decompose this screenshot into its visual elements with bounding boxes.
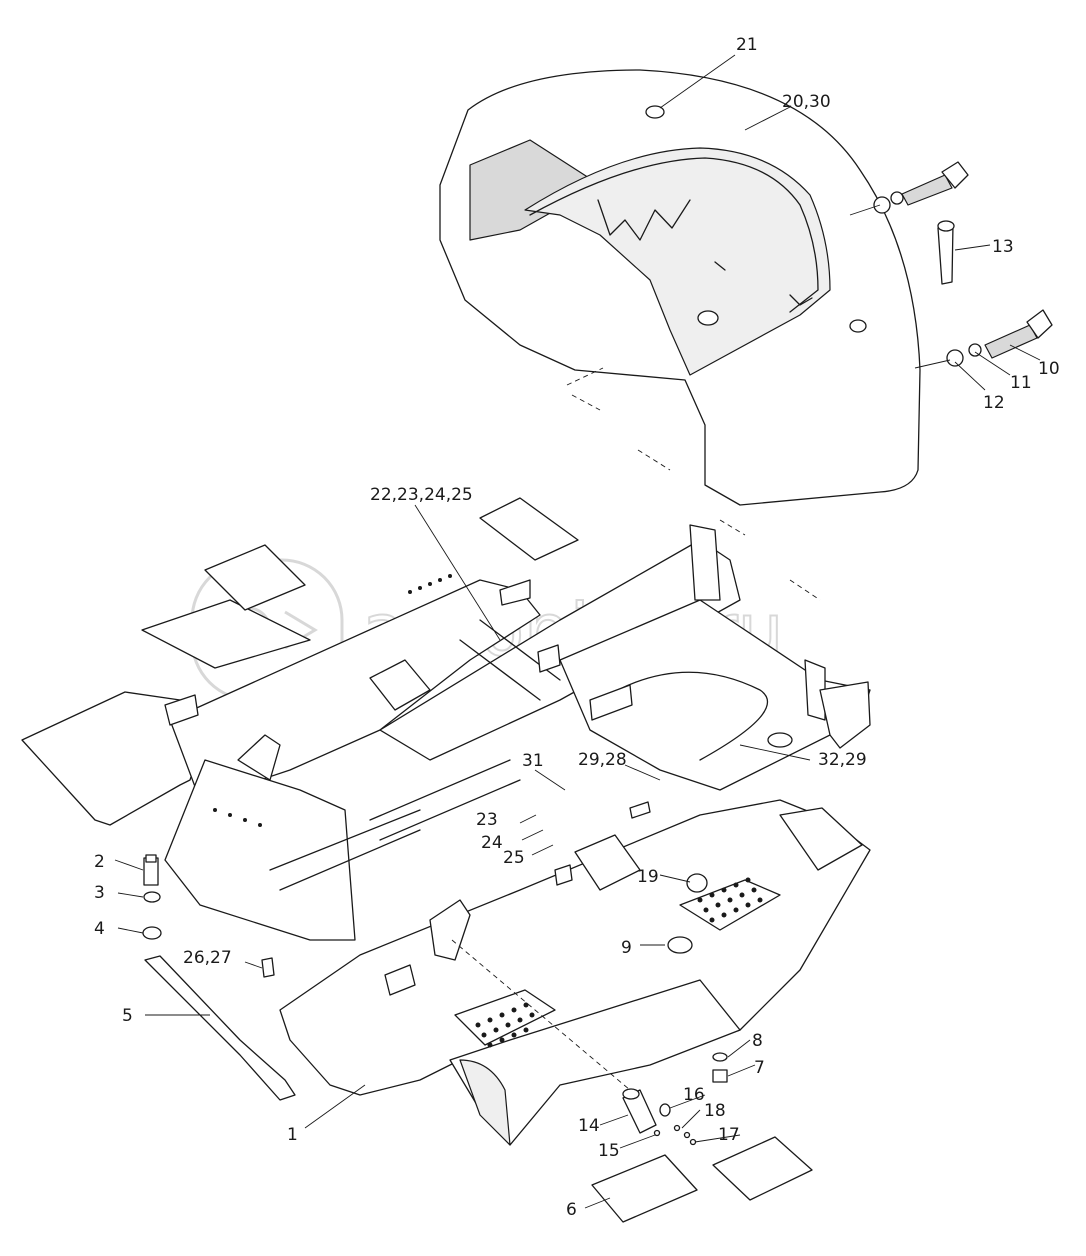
callout-label: 29,28 <box>578 750 627 770</box>
callout-label: 11 <box>1010 373 1032 393</box>
callout-label: 3 <box>94 883 105 903</box>
callout-label: 23 <box>476 810 498 830</box>
bolt-set-lower <box>946 309 1053 367</box>
callout-label: 4 <box>94 919 105 939</box>
main-frame <box>21 497 871 1146</box>
callout-label: 16 <box>683 1085 705 1105</box>
leader-lines <box>114 54 1041 1209</box>
callout-label: 15 <box>598 1141 620 1161</box>
callout-label: 19 <box>637 867 659 887</box>
counterweight <box>439 69 921 506</box>
callout-label: 24 <box>481 833 503 853</box>
callout-label: 7 <box>754 1058 765 1078</box>
hardware-right <box>622 1052 728 1146</box>
callout-label: 9 <box>621 938 632 958</box>
callout-label: 10 <box>1038 359 1060 379</box>
bolt-set-upper <box>873 161 969 214</box>
callout-labels: 21 20,30 13 10 11 12 22,23,24,25 31 29,2… <box>94 35 1060 1220</box>
callout-label: 25 <box>503 848 525 868</box>
callout-label: 17 <box>718 1125 740 1145</box>
pin-13 <box>937 220 955 285</box>
callout-label: 1 <box>287 1125 298 1145</box>
callout-label: 21 <box>736 35 758 55</box>
dashed-lines <box>451 367 821 1091</box>
hardware-left <box>142 854 296 1101</box>
callout-label: 14 <box>578 1116 600 1136</box>
callout-label: 12 <box>983 393 1005 413</box>
callout-label: 18 <box>704 1101 726 1121</box>
callout-label: 2 <box>94 852 105 872</box>
callout-label: 31 <box>522 751 544 771</box>
callout-label: 8 <box>752 1031 763 1051</box>
callout-label: 20,30 <box>782 92 831 112</box>
callout-label: 6 <box>566 1200 577 1220</box>
callout-label: 22,23,24,25 <box>370 485 473 505</box>
callout-label: 5 <box>122 1006 133 1026</box>
callout-label: 13 <box>992 237 1014 257</box>
decals <box>591 1136 813 1223</box>
callout-label: 26,27 <box>183 948 232 968</box>
callout-label: 32,29 <box>818 750 867 770</box>
